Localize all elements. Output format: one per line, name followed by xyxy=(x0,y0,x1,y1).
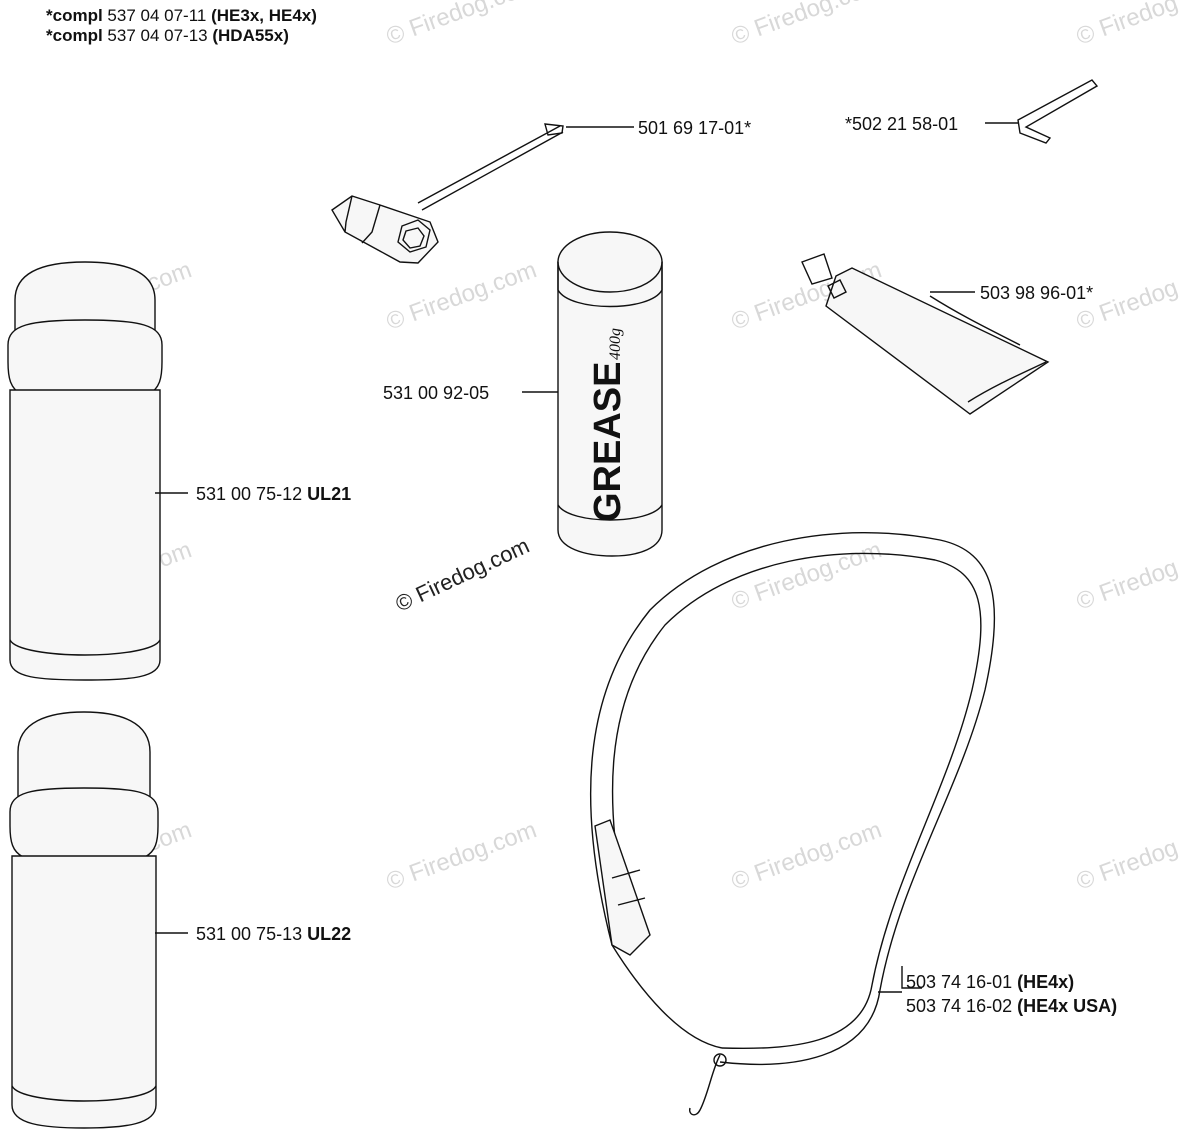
header-prefix-2: *compl xyxy=(46,26,103,45)
part-number-grease: 531 00 92-05 xyxy=(383,383,489,403)
part-number-harness-1: 503 74 16-01 (HE4x) xyxy=(906,972,1074,992)
watermark: © Firedog.com xyxy=(1073,0,1180,51)
header: *compl 537 04 07-11 (HE3x, HE4x) *compl … xyxy=(46,6,317,46)
harness-1-models: (HE4x) xyxy=(1017,972,1074,992)
spray-can-2-code: UL22 xyxy=(307,924,351,944)
header-part-2: 537 04 07-13 xyxy=(107,26,208,45)
header-part-1: 537 04 07-11 xyxy=(107,6,207,25)
watermark: © Firedog.com xyxy=(728,0,885,51)
watermark: © Firedog.com xyxy=(383,256,540,335)
watermark: © Firedog.com xyxy=(383,0,540,51)
harness-1-number: 503 74 16-01 xyxy=(906,972,1012,992)
grease-cartridge-drawing: GREASE 400g xyxy=(557,231,663,557)
tube-drawing xyxy=(801,253,1050,415)
header-models-2: (HDA55x) xyxy=(212,26,289,45)
grease-weight-text: 400g xyxy=(607,328,624,360)
harness-2-models: (HE4x USA) xyxy=(1017,996,1117,1016)
spray-can-1-number: 531 00 75-12 xyxy=(196,484,302,504)
watermark: © Firedog.com xyxy=(1073,536,1180,615)
bracket xyxy=(901,966,922,989)
part-number-spray-can-1: 531 00 75-12 UL21 xyxy=(196,484,351,504)
harness-drawing xyxy=(589,532,996,1116)
part-number-hex-key: *502 21 58-01 xyxy=(845,114,958,134)
spray-can-1-drawing xyxy=(7,261,163,681)
part-number-harness-2: 503 74 16-02 (HE4x USA) xyxy=(906,996,1117,1016)
header-prefix-1: *compl xyxy=(46,6,103,25)
part-number-spray-can-2: 531 00 75-13 UL22 xyxy=(196,924,351,944)
watermark: © Firedog.com xyxy=(1073,816,1180,895)
header-models-1: (HE3x, HE4x) xyxy=(211,6,317,25)
spray-can-2-drawing xyxy=(9,711,159,1129)
hex-key-drawing xyxy=(1017,79,1099,144)
part-number-tube: 503 98 96-01* xyxy=(980,283,1093,303)
watermark: © Firedog.com xyxy=(383,816,540,895)
spray-can-2-number: 531 00 75-13 xyxy=(196,924,302,944)
watermark: © Firedog.com xyxy=(728,536,885,615)
header-line-2: *compl 537 04 07-13 (HDA55x) xyxy=(46,26,317,46)
spray-can-1-code: UL21 xyxy=(307,484,351,504)
watermark: © Firedog.com xyxy=(728,816,885,895)
part-number-screwdriver: 501 69 17-01* xyxy=(638,118,751,138)
header-line-1: *compl 537 04 07-11 (HE3x, HE4x) xyxy=(46,6,317,26)
watermark-foreground: © Firedog.com xyxy=(392,533,534,617)
grease-label-text: GREASE xyxy=(587,362,629,522)
harness-2-number: 503 74 16-02 xyxy=(906,996,1012,1016)
combination-spanner-drawing xyxy=(331,123,564,264)
